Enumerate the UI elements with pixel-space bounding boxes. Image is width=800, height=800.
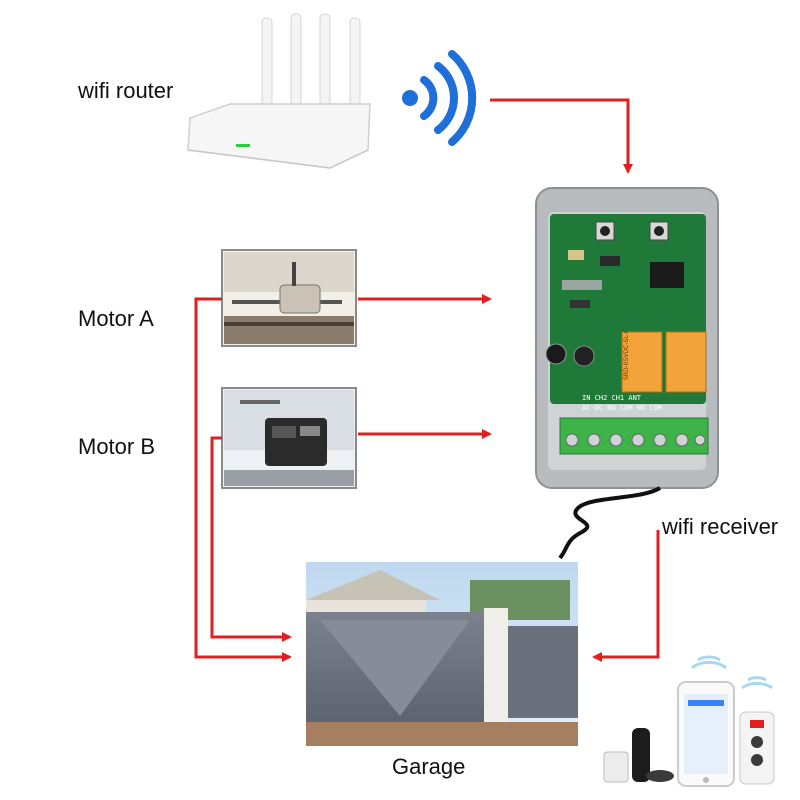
garage-label: Garage xyxy=(392,754,466,779)
router-icon xyxy=(187,13,371,169)
router-label: wifi router xyxy=(78,78,174,103)
terminal-bottom-label: AC-DC NO COM NO COM xyxy=(582,404,662,412)
motor-b-to-garage-arrow xyxy=(210,436,292,642)
remote-control-icon xyxy=(739,676,775,785)
relay-label: SRD-05VDC-SL-C xyxy=(623,329,630,380)
receiver-board-icon xyxy=(535,187,719,560)
connection-arrows xyxy=(194,98,660,662)
smartphone-icon xyxy=(677,655,735,787)
router-to-receiver-arrow xyxy=(490,98,633,174)
motor-b-image xyxy=(221,387,357,489)
receiver-to-garage-arrow xyxy=(592,530,660,662)
terminal-top-label: IN CH2 CH1 ANT xyxy=(582,394,642,402)
motor-a-label: Motor A xyxy=(78,306,154,331)
motor-a-image xyxy=(221,249,357,347)
receiver-label: wifi receiver xyxy=(662,514,779,539)
smart-speaker-icon xyxy=(603,728,674,783)
motor-b-label: Motor B xyxy=(78,434,156,459)
motor-a-to-garage-arrow xyxy=(194,297,292,662)
wifi-signal-icon xyxy=(402,50,477,146)
garage-gate-icon xyxy=(306,562,578,746)
